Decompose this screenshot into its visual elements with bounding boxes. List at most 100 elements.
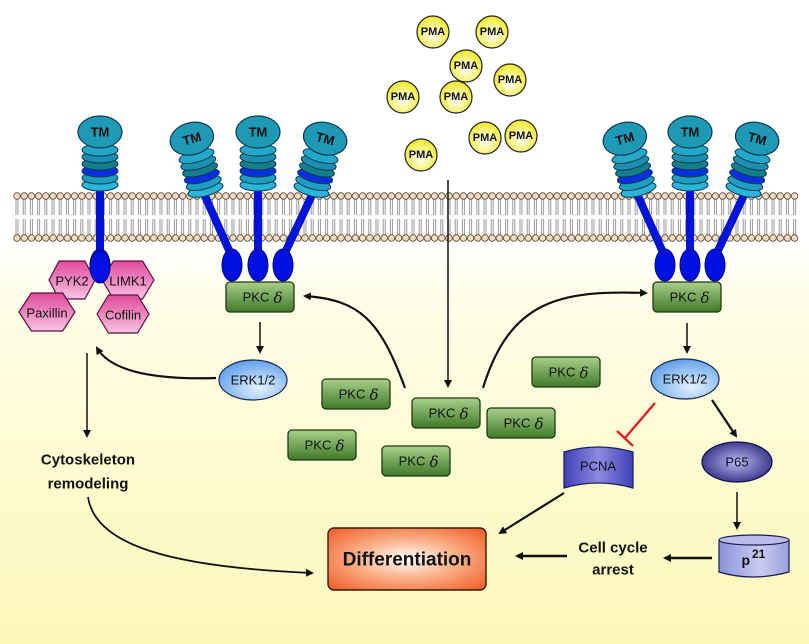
lipid-head	[49, 192, 57, 200]
pma-circle	[493, 63, 527, 97]
lipid	[358, 192, 367, 242]
lipid-head	[358, 192, 367, 200]
pcna-shape	[563, 446, 634, 489]
lipid-head	[661, 192, 669, 200]
lipid-head	[481, 234, 489, 242]
lipid	[171, 192, 180, 242]
lipid-head	[186, 234, 194, 242]
lipid-head	[265, 234, 273, 242]
lipid	[596, 192, 604, 242]
lipid-head	[438, 192, 446, 200]
lipid-head	[661, 234, 669, 242]
lipid	[582, 192, 590, 242]
lipid-head	[582, 234, 590, 242]
lipid-head	[416, 192, 424, 200]
lipid-head	[337, 192, 345, 200]
lipid	[538, 192, 547, 242]
lipid-head	[675, 192, 684, 200]
lipid-head	[85, 234, 93, 242]
cytoskeleton-label-line2: remodeling	[48, 476, 129, 493]
lipid-head	[243, 234, 252, 242]
pma-molecule: PMA	[416, 15, 450, 49]
lipid-head	[114, 192, 122, 200]
erk-ellipse	[218, 359, 288, 401]
lipid	[603, 192, 612, 242]
pma-molecule: PMA	[468, 121, 502, 155]
lipid	[85, 192, 93, 242]
pkc-label: PKC	[429, 406, 456, 421]
lipid-head	[776, 234, 784, 242]
pma-label: PMA	[473, 132, 498, 144]
lipid	[502, 192, 511, 242]
lipid-head	[423, 192, 432, 200]
pkc-box	[531, 356, 601, 388]
lipid-head	[114, 234, 122, 242]
lipid-head	[121, 234, 129, 242]
receptor-cap	[302, 121, 348, 156]
lipid-head	[466, 234, 475, 242]
delta-symbol: δ	[534, 415, 543, 433]
hexagon-label: Paxillin	[26, 306, 67, 321]
lipid	[366, 192, 374, 242]
hexagon-shape	[96, 294, 150, 334]
lipid-head	[438, 234, 446, 242]
lipid-head	[157, 192, 165, 200]
lipid	[236, 192, 244, 242]
lipid	[661, 192, 669, 242]
pma-molecule: PMA	[504, 119, 538, 153]
lipid-head	[279, 234, 288, 242]
lipid-head	[164, 234, 172, 242]
lipid-head	[157, 234, 165, 242]
cell-cycle-label-line1: Cell cycle	[578, 540, 647, 557]
receptor-foot	[247, 248, 269, 282]
pma-molecule: PMA	[475, 15, 509, 49]
lipid	[402, 192, 410, 242]
lipid-head	[13, 192, 21, 200]
lipid	[438, 192, 446, 242]
lipid	[34, 192, 43, 242]
lipid	[553, 192, 561, 242]
p65-label: P65	[725, 455, 748, 470]
lipid-head	[510, 234, 518, 242]
lipid	[610, 192, 619, 242]
lipid-head	[373, 192, 381, 200]
lipid	[49, 192, 57, 242]
cell-cycle-label-line2: arrest	[592, 562, 634, 579]
lipid-head	[236, 192, 244, 200]
lipid-head	[56, 192, 64, 200]
receptor-label: TM	[746, 129, 768, 148]
pkc-box	[411, 397, 481, 429]
lipid	[272, 192, 280, 242]
lipid-head	[567, 234, 576, 242]
lipid-head	[20, 234, 28, 242]
lipid-head	[106, 192, 115, 200]
lipid	[193, 192, 201, 242]
lipid-head	[502, 234, 511, 242]
lipid-head	[567, 192, 576, 200]
lipid-head	[459, 234, 468, 242]
lipid-head	[330, 234, 338, 242]
erk-ellipse	[650, 358, 720, 400]
pkc-label: PKC	[504, 416, 531, 431]
pcna-node: PCNA	[563, 446, 634, 489]
pma-circle	[468, 121, 502, 155]
lipid-head	[121, 192, 129, 200]
lipid-head	[646, 192, 655, 200]
lipid-head	[42, 192, 50, 200]
lipid-head	[63, 234, 72, 242]
lipid-head	[164, 192, 172, 200]
lipid	[322, 192, 331, 242]
lipid	[373, 192, 381, 242]
lipid-head	[315, 234, 324, 242]
lipid-head	[733, 234, 741, 242]
lipid-head	[474, 234, 482, 242]
lipid	[776, 192, 784, 242]
arrow-pkc-to-right-membrane-pkc	[481, 288, 648, 389]
lipid	[546, 192, 554, 242]
lipid-head	[402, 192, 410, 200]
